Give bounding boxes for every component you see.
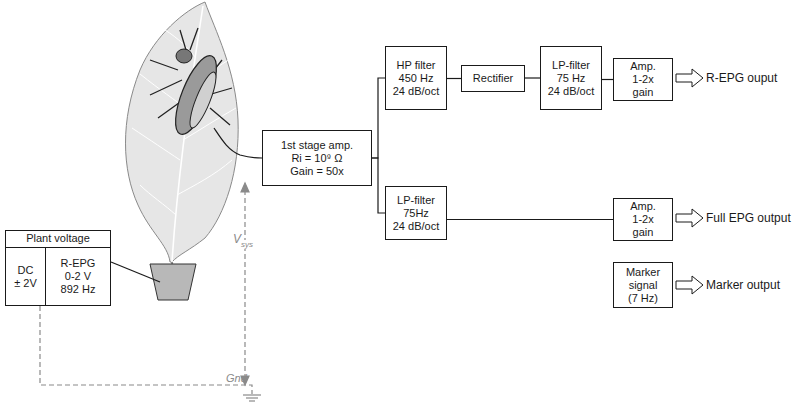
box-text: 24 dB/oct xyxy=(393,220,439,233)
insect-head xyxy=(176,49,192,63)
output-arrows xyxy=(676,69,703,294)
filter-box: LP-filter75Hz24 dB/oct xyxy=(385,186,447,240)
box-text: ± 2V xyxy=(14,277,37,290)
box-text: 24 dB/oct xyxy=(393,85,439,98)
insect-body xyxy=(167,51,224,139)
box-text: 1-2x xyxy=(632,213,653,226)
pot xyxy=(150,264,196,300)
box-text: 892 Hz xyxy=(61,283,96,296)
box-text: 75 Hz xyxy=(557,72,586,85)
electrode-wire xyxy=(214,128,262,158)
rectifier-box: Rectifier xyxy=(461,65,525,92)
leaf xyxy=(126,2,239,262)
voltage-wire xyxy=(111,262,160,282)
signal-line xyxy=(372,158,385,213)
signal-line xyxy=(525,78,540,79)
box-text: gain xyxy=(633,86,654,99)
signal-line xyxy=(602,79,613,80)
box-text: 450 Hz xyxy=(399,72,434,85)
box-text: Gain = 50x xyxy=(290,165,344,178)
output-label: Marker output xyxy=(706,278,780,292)
ground-wire xyxy=(40,306,252,394)
dc-cell: DC± 2V xyxy=(6,247,46,305)
voltage-symbol: V xyxy=(233,232,241,246)
box-text: 24 dB/oct xyxy=(548,85,594,98)
box-text: Marker xyxy=(626,266,660,279)
box-text: Amp. xyxy=(630,60,656,73)
marker-box: Markersignal(7 Hz) xyxy=(613,262,673,308)
amp-box: Amp.1-2xgain xyxy=(613,198,673,241)
ground-label: Gnd xyxy=(226,372,247,384)
box-text: 1-2x xyxy=(632,73,653,86)
box-text: HP filter xyxy=(397,59,436,72)
box-text: gain xyxy=(633,226,654,239)
vsys-arrow xyxy=(241,183,249,385)
voltage-subscript: sys xyxy=(241,240,253,249)
box-text: R-EPG xyxy=(61,257,96,270)
source-panel: Plant voltageDC± 2VR-EPG0-2 V892 Hz xyxy=(5,230,111,306)
box-text: Ri = 10⁹ Ω xyxy=(291,152,342,165)
box-text: 75Hz xyxy=(403,207,429,220)
box-text: (7 Hz) xyxy=(628,292,658,305)
ground-symbol xyxy=(243,395,261,401)
box-text: 1st stage amp. xyxy=(281,139,353,152)
amp-box: Amp.1-2xgain xyxy=(613,58,673,101)
box-text: DC xyxy=(18,264,34,277)
filter-box: HP filter450 Hz24 dB/oct xyxy=(385,46,447,110)
leaf-veins xyxy=(132,30,236,215)
box-text: LP-filter xyxy=(397,194,435,207)
leaf-midrib xyxy=(172,6,203,262)
amplifier-box: 1st stage amp.Ri = 10⁹ ΩGain = 50x xyxy=(262,130,372,186)
insect-wing xyxy=(185,70,220,131)
output-label: R-EPG ouput xyxy=(706,71,777,85)
signal-line xyxy=(447,78,461,79)
signal-line xyxy=(447,219,613,220)
output-label: Full EPG output xyxy=(706,211,791,225)
box-text: Amp. xyxy=(630,200,656,213)
box-text: signal xyxy=(629,279,658,292)
signal-line xyxy=(372,78,385,158)
box-text: Rectifier xyxy=(473,72,513,85)
box-text: 0-2 V xyxy=(65,270,91,283)
box-text: Plant voltage xyxy=(26,232,90,245)
filter-box: LP-filter75 Hz24 dB/oct xyxy=(540,46,602,110)
repg-cell: R-EPG0-2 V892 Hz xyxy=(46,247,110,305)
box-text: LP-filter xyxy=(552,59,590,72)
